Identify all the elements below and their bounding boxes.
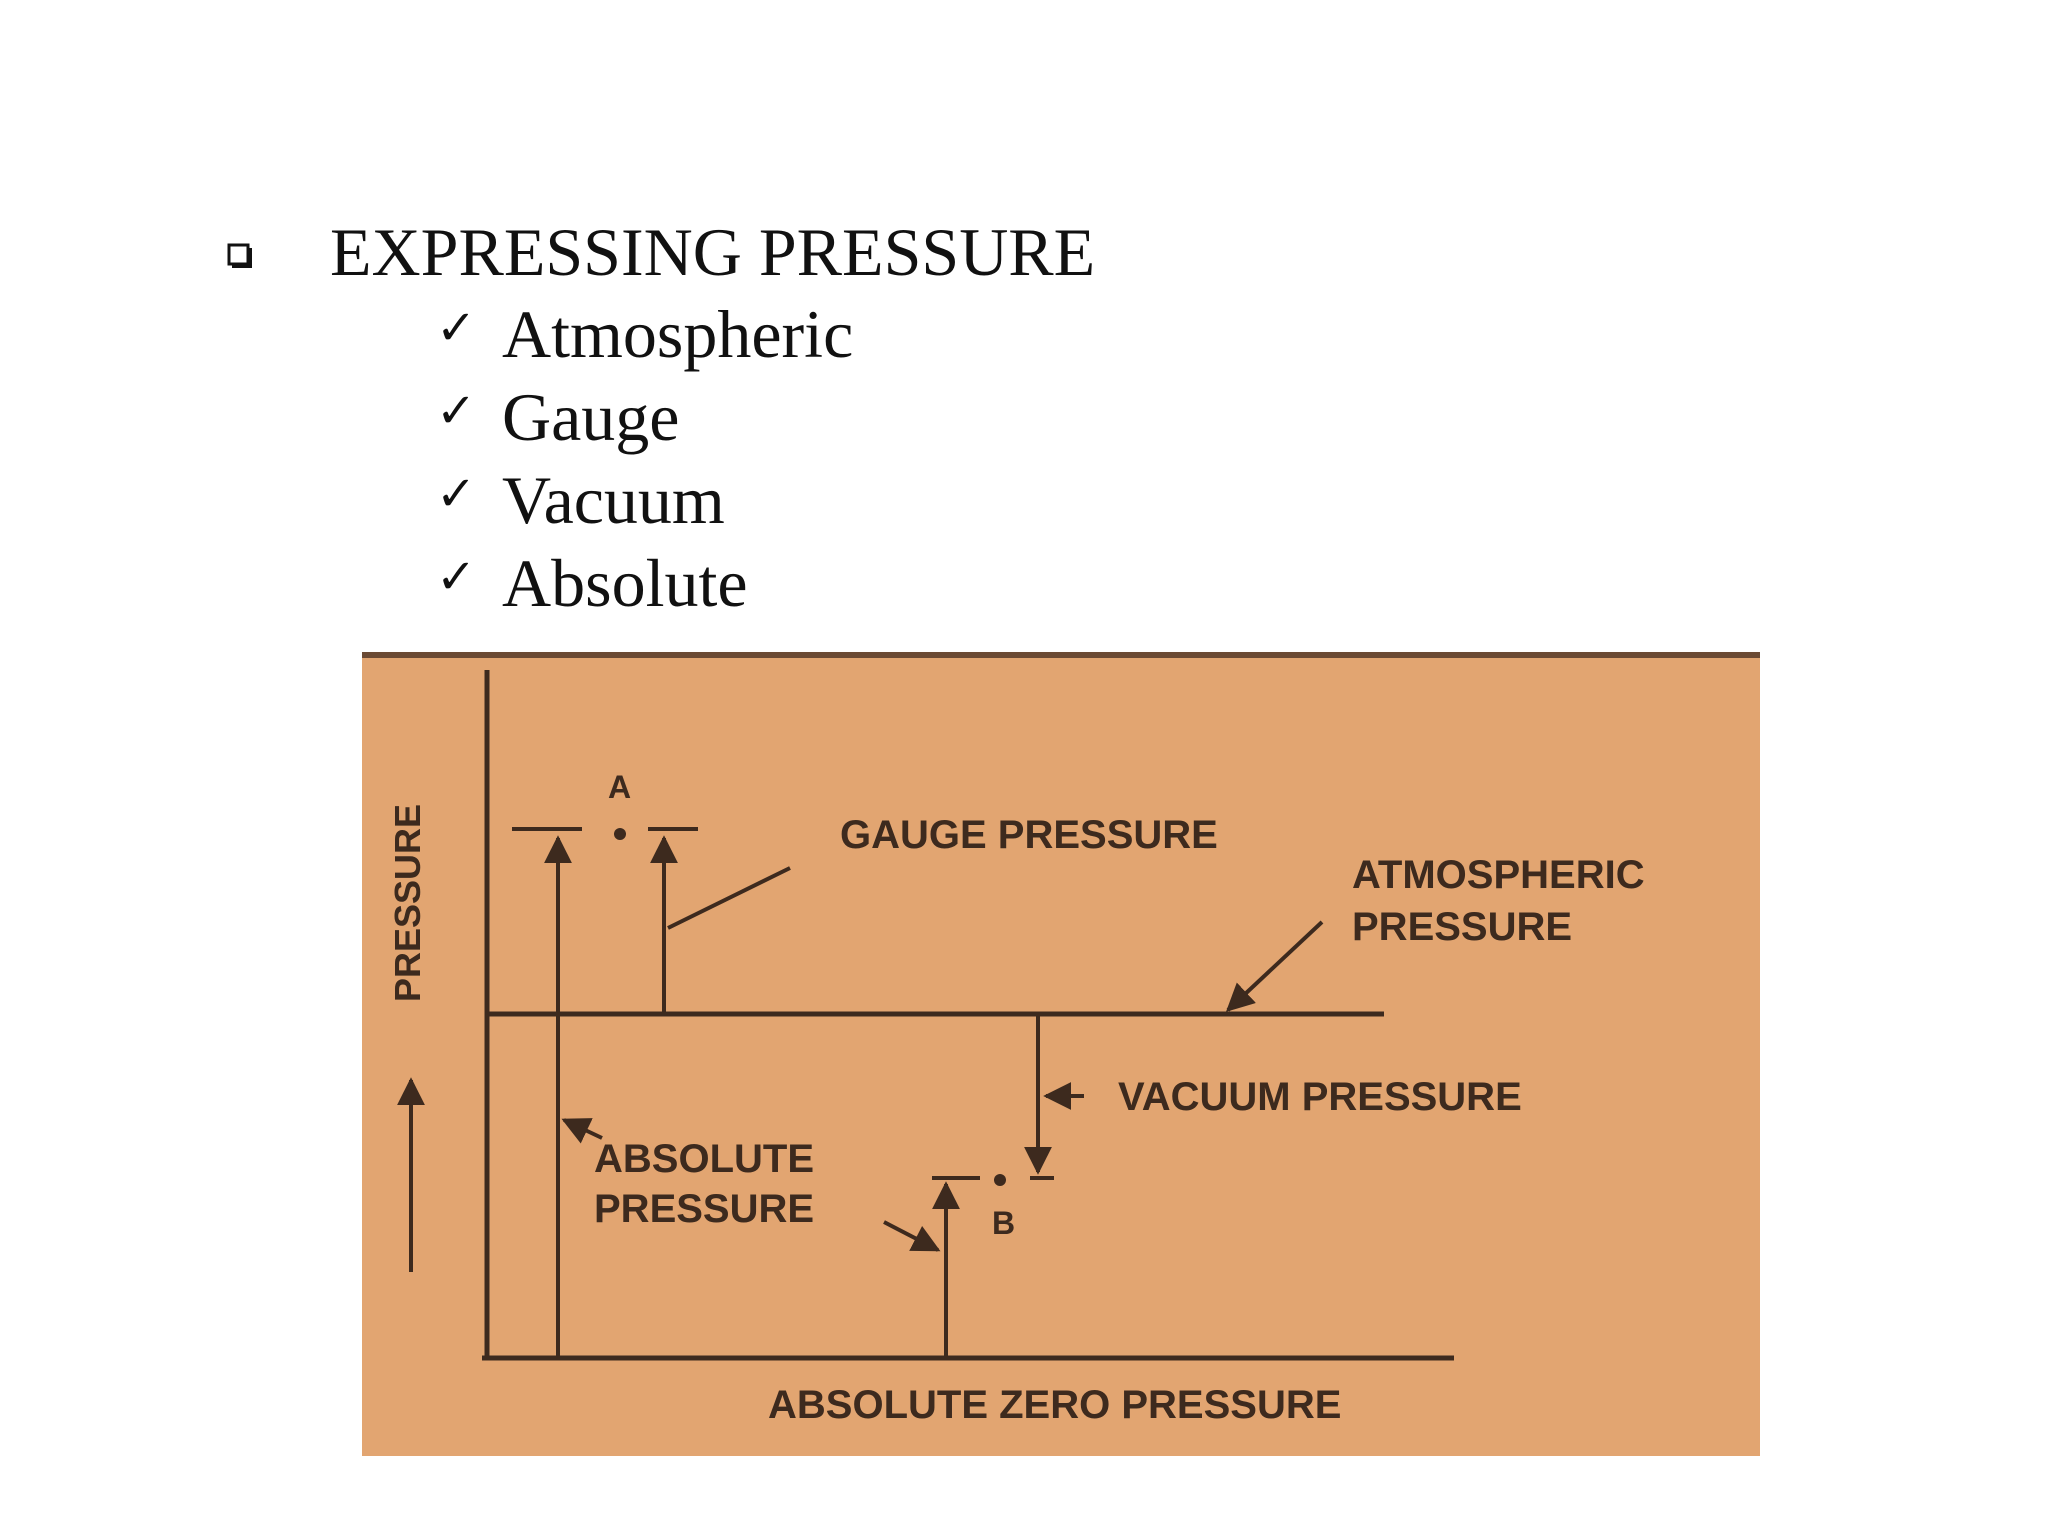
list-item-label: Atmospheric bbox=[502, 296, 854, 372]
point-b-label: B bbox=[992, 1205, 1015, 1241]
atmospheric-leader-arrow bbox=[1225, 920, 1324, 1012]
list-item-label: Vacuum bbox=[502, 462, 725, 538]
absolute-leader-a bbox=[561, 1118, 603, 1144]
absolute-zero-label: ABSOLUTE ZERO PRESSURE bbox=[768, 1383, 1341, 1427]
point-a-dot bbox=[614, 828, 626, 840]
list-item-label: Gauge bbox=[502, 379, 680, 455]
top-edge-shadow bbox=[362, 652, 1760, 658]
gauge-leader-line bbox=[667, 866, 791, 930]
slide-heading: EXPRESSING PRESSURE bbox=[330, 214, 1096, 290]
point-b-dot bbox=[994, 1174, 1006, 1186]
pressure-diagram: PRESSURE A GAUGE PRESSURE ATMOSPHERIC PR… bbox=[362, 652, 1760, 1456]
atmospheric-label-line1: ATMOSPHERIC bbox=[1352, 853, 1645, 897]
absolute-leader-b bbox=[883, 1220, 941, 1252]
check-mark-icon: ✓ bbox=[436, 383, 477, 439]
gauge-pressure-label: GAUGE PRESSURE bbox=[840, 813, 1218, 857]
hollow-square-bullet-icon bbox=[227, 243, 252, 268]
check-mark-icon: ✓ bbox=[436, 300, 477, 356]
y-axis-label: PRESSURE bbox=[387, 804, 428, 1002]
point-a-label: A bbox=[608, 769, 631, 805]
atmospheric-label-line2: PRESSURE bbox=[1352, 905, 1572, 949]
vacuum-pressure-label: VACUUM PRESSURE bbox=[1118, 1075, 1522, 1119]
list-item-label: Absolute bbox=[502, 545, 748, 621]
check-mark-icon: ✓ bbox=[436, 549, 477, 605]
absolute-label-line1: ABSOLUTE bbox=[594, 1137, 814, 1181]
absolute-label-line2: PRESSURE bbox=[594, 1187, 814, 1231]
check-mark-icon: ✓ bbox=[436, 466, 477, 522]
pressure-diagram-svg: PRESSURE A GAUGE PRESSURE ATMOSPHERIC PR… bbox=[362, 652, 1760, 1427]
